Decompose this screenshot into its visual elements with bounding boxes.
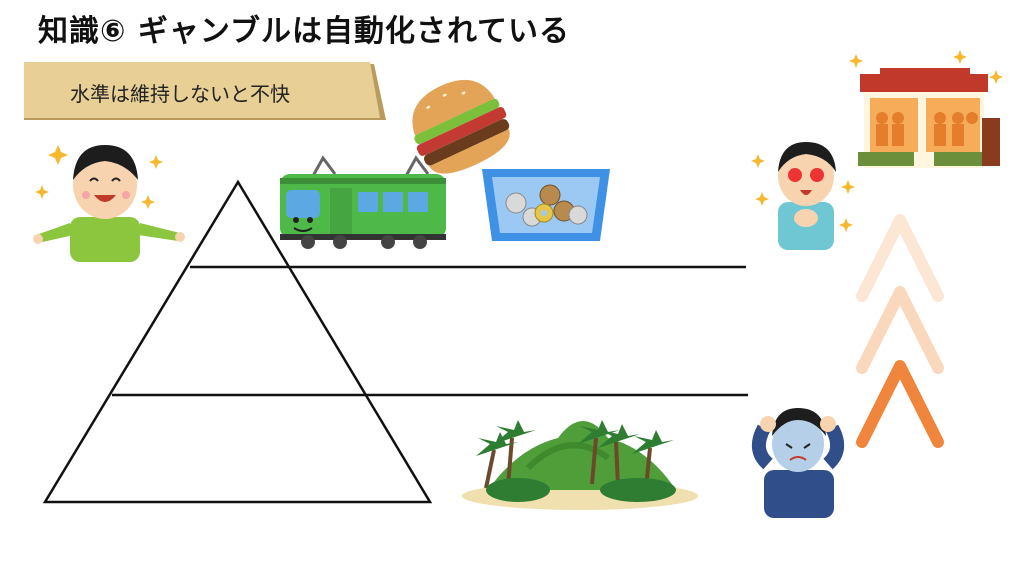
happy-boy-icon [33, 145, 185, 262]
train-icon [280, 155, 446, 249]
pachinko-parlor-icon [849, 50, 1003, 168]
up-arrows-icon [856, 214, 944, 448]
island-icon [462, 420, 698, 510]
burger-icon [412, 79, 510, 174]
subtitle-text: 水準は維持しないと不快 [70, 82, 290, 106]
subtitle-banner [24, 62, 386, 120]
coin-tray-icon [482, 169, 610, 241]
pyramid-triangle [42, 179, 433, 504]
page-title: 知識⑥ ギャンブルは自動化されている [38, 14, 571, 49]
worried-man-icon [751, 408, 845, 518]
excited-boy-icon [751, 142, 855, 250]
